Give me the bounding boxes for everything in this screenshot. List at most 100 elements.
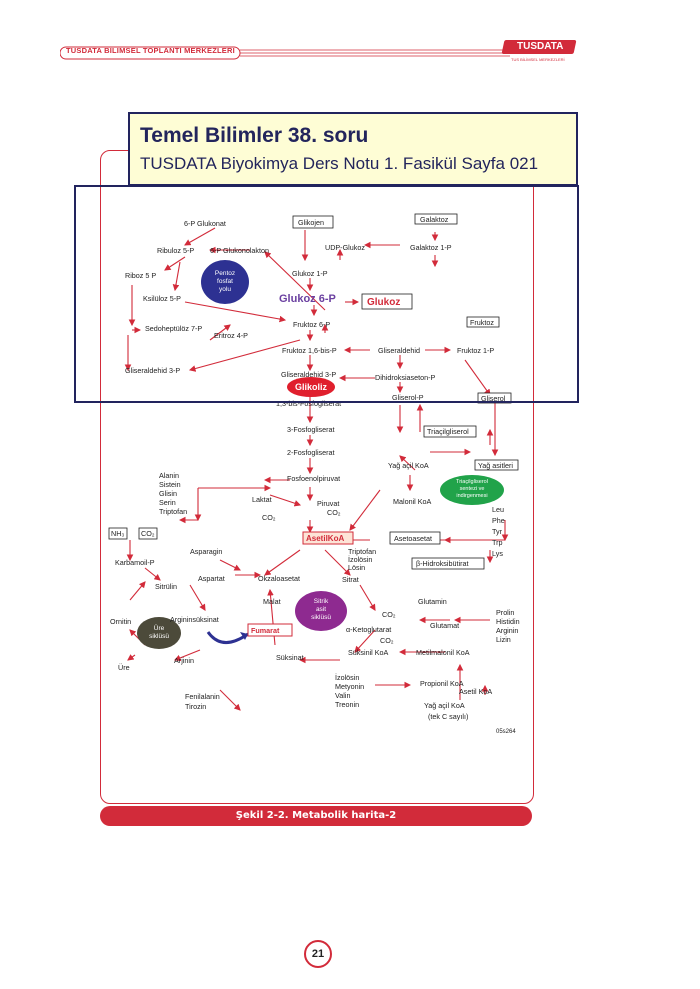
- lbl-yagkoa2: Yağ açil KoA: [424, 701, 465, 710]
- question-title: Temel Bilimler 38. soru: [140, 124, 369, 147]
- lbl-tyr: Tyr: [492, 527, 503, 536]
- lbl-gliseraldehid: Gliseraldehid: [378, 346, 420, 355]
- lbl-co2c: CO₂: [141, 529, 155, 538]
- pentoz-circle: [201, 260, 249, 304]
- ure-label-1: Üre: [154, 624, 165, 632]
- lbl-metiyonin: Metyonin: [335, 682, 364, 691]
- lbl-gliseraldehid3p: Gliseraldehid 3-P: [125, 366, 180, 375]
- pentoz-label-1: Pentoz: [215, 270, 235, 277]
- lbl-lys: Lys: [492, 549, 503, 558]
- page-number: 21: [304, 940, 332, 968]
- lbl-laktat: Laktat: [252, 495, 272, 504]
- sitrik-label-3: siklüsü: [311, 614, 331, 621]
- lbl-code: 05s264: [496, 729, 516, 735]
- lbl-glutamat: Glutamat: [430, 621, 459, 630]
- lbl-fruktoz6p: Fruktoz 6-P: [293, 320, 330, 329]
- lbl-fruktoz1p: Fruktoz 1-P: [457, 346, 494, 355]
- lbl-asparagin: Asparagin: [190, 547, 222, 556]
- lbl-glukonolakton: 6-P Glukonolakton: [210, 246, 269, 255]
- lbl-ksiluloz: Ksilüloz 5-P: [143, 294, 181, 303]
- lbl-galaktoz1p: Galaktoz 1-P: [410, 243, 452, 252]
- lbl-propionil: Propionil KoA: [420, 679, 464, 688]
- lbl-triptofan: Triptofan: [159, 507, 187, 516]
- metabolic-map: Pentoz fosfat yolu Glikoliz Sitrik asit …: [108, 213, 520, 735]
- lbl-histidin: Histidin: [496, 617, 520, 626]
- sitrik-circle: [295, 591, 347, 631]
- lbl-metilmalonil: Metilmalonil KoA: [416, 648, 470, 657]
- sitrik-label-2: asit: [316, 606, 326, 613]
- ure-label-2: siklüsü: [149, 633, 169, 640]
- lbl-asetoasetat: Asetoasetat: [394, 534, 432, 543]
- lbl-fosfo2: 2-Fosfogliserat: [287, 448, 335, 457]
- lbl-izolosin2: İzolösin: [335, 673, 359, 682]
- lbl-fruktoz: Fruktoz: [470, 318, 494, 327]
- tg-label-3: indirgenmesi: [456, 493, 487, 499]
- lbl-fosfo3: 3-Fosfogliserat: [287, 425, 335, 434]
- highlight-frame: [74, 185, 579, 403]
- lbl-malat: Malat: [263, 597, 281, 606]
- lbl-co2b: CO₂: [327, 508, 341, 517]
- tg-label-2: sentezi ve: [460, 486, 485, 492]
- lbl-trp: Trp: [492, 538, 503, 547]
- lbl-ure: Üre: [118, 663, 130, 672]
- lbl-gliserol: Gliserol: [481, 394, 506, 403]
- lbl-asetil2: Asetil KoA: [459, 687, 492, 696]
- lbl-glisin: Glisin: [159, 489, 177, 498]
- logo-text: TUSDATA: [517, 41, 564, 52]
- lbl-co2a: CO₂: [262, 513, 276, 522]
- lbl-sedoheptuloz: Sedoheptülöz 7-P: [145, 324, 202, 333]
- lbl-gliserol3p: Gliserol-P: [392, 393, 424, 402]
- tg-label-1: Triaçilgliserol: [456, 479, 488, 485]
- lbl-co2d: CO₂: [382, 610, 396, 619]
- lbl-fumarat: Fumarat: [251, 626, 280, 635]
- lbl-fruktozbis: Fruktoz 1,6-bis-P: [282, 346, 337, 355]
- lbl-pep: Fosfoenolpiruvat: [287, 474, 340, 483]
- lbl-karbamoil: Karbamoil-P: [115, 558, 155, 567]
- lbl-arginin: Arginin: [496, 626, 518, 635]
- glikoliz-label: Glikoliz: [295, 382, 328, 392]
- figure-caption: Şekil 2-2. Metabolik harita-2: [100, 806, 532, 826]
- sitrik-label-1: Sitrik: [314, 598, 329, 605]
- lbl-aspartat: Aspartat: [198, 574, 225, 583]
- lbl-triptofan2: Triptofan: [348, 547, 376, 556]
- lbl-dihidroksi: Dihidroksiaseton-P: [375, 373, 436, 382]
- lbl-triacil: Triaçilgliserol: [427, 427, 469, 436]
- lbl-oksaloasetat: Okzaloasetat: [258, 574, 300, 583]
- lbl-glukoz1p: Glukoz 1-P: [292, 269, 328, 278]
- lbl-eritroz: Eritroz 4-P: [214, 331, 248, 340]
- lbl-phe: Phe: [492, 516, 505, 525]
- lbl-suksinil: Süksinil KoA: [348, 648, 389, 657]
- tusdata-logo: TUSDATA TUS BİLİMSEL MERKEZLERİ: [501, 36, 577, 66]
- header-strip: [60, 46, 510, 60]
- lbl-ornitin: Ornitin: [110, 617, 131, 626]
- lbl-leu: Leu: [492, 505, 504, 514]
- lbl-riboz: Riboz 5 P: [125, 271, 156, 280]
- lbl-alanin: Alanin: [159, 471, 179, 480]
- lbl-sitrat: Sitrat: [342, 575, 359, 584]
- lbl-fenilalanin: Fenilalanin: [185, 692, 220, 701]
- lbl-ketoglu: α-Ketoglutarat: [346, 625, 391, 634]
- lbl-gliseraldehid3p2: Gliseraldehid 3-P: [281, 370, 336, 379]
- lbl-arjinin: Arjinin: [174, 656, 194, 665]
- lbl-glutamin: Glutamin: [418, 597, 447, 606]
- lbl-yagkoa: Yağ açil KoA: [388, 461, 429, 470]
- lbl-nh3: NH₃: [111, 529, 124, 538]
- pentoz-label-2: fosfat: [217, 278, 233, 285]
- lbl-sitrulin: Sitrülin: [155, 582, 177, 591]
- pentoz-label-3: yolu: [219, 286, 231, 293]
- lbl-udp: UDP-Glukoz: [325, 243, 365, 252]
- lbl-izolosin: İzolösin: [348, 555, 372, 564]
- lbl-bisfosfo: 1,3-bis-Fosfogliserat: [276, 399, 341, 408]
- lbl-losin: Lösin: [348, 563, 365, 572]
- tg-circle: [440, 475, 504, 505]
- lbl-lizin: Lizin: [496, 635, 511, 644]
- lbl-tirozin: Tirozin: [185, 702, 206, 711]
- lbl-serin: Serin: [159, 498, 176, 507]
- lbl-tekc: (tek C sayılı): [428, 712, 468, 721]
- question-box: Temel Bilimler 38. soru TUSDATA Biyokimy…: [128, 112, 578, 186]
- lbl-sistein: Sistein: [159, 480, 181, 489]
- lbl-galaktoz: Galaktoz: [420, 215, 449, 224]
- glikoliz-circle: [287, 377, 335, 397]
- lbl-co2e: CO₂: [380, 636, 394, 645]
- question-subtitle: TUSDATA Biyokimya Ders Notu 1. Fasikül S…: [140, 154, 539, 173]
